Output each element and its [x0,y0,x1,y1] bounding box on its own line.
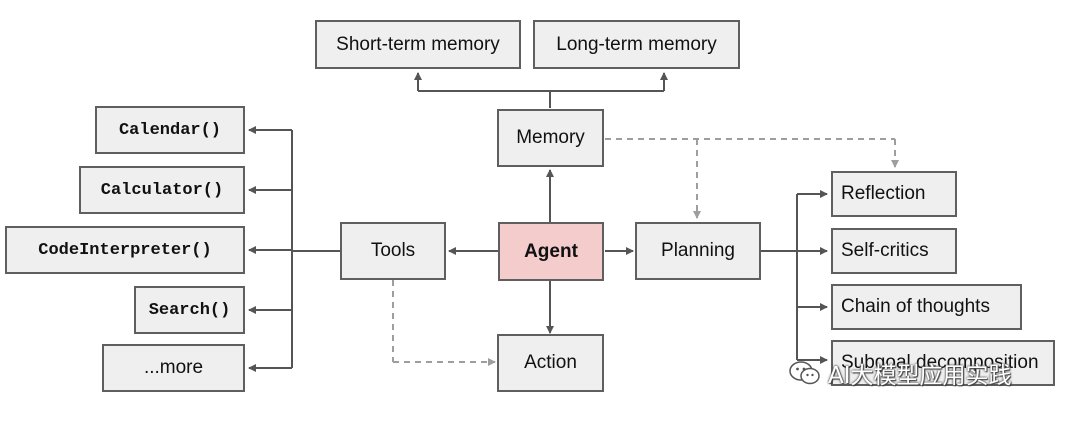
planning-bus-connector [761,190,828,364]
code-interpreter-tool-box: CodeInterpreter() [5,226,245,274]
self-critics-box: Self-critics [831,228,957,274]
tools-box: Tools [340,222,446,280]
calculator-tool-box: Calculator() [79,166,245,214]
action-box: Action [497,334,604,392]
memory-box: Memory [497,109,604,167]
calendar-tool-box: Calendar() [95,106,245,154]
more-tools-box: ...more [102,344,245,392]
memory-to-planning-dashed-connector [605,138,899,219]
planning-box: Planning [635,222,761,280]
short-term-memory-box: Short-term memory [315,20,521,69]
wechat-watermark: AI大模型应用实践 [788,356,1012,390]
chain-of-thoughts-box: Chain of thoughts [831,284,1022,330]
long-term-memory-box: Long-term memory [533,20,740,69]
tools-to-action-dashed-connector [392,280,496,366]
wechat-logo-icon [789,361,820,385]
agent-box: Agent [498,222,604,281]
tools-bus-connector [248,126,340,372]
reflection-box: Reflection [831,171,957,217]
watermark-text: AI大模型应用实践 [828,363,1012,389]
memory-to-submemory-connector [414,72,668,108]
subgoal-decomposition-box: Subgoal decomposition [831,340,1055,386]
search-tool-box: Search() [134,286,245,334]
